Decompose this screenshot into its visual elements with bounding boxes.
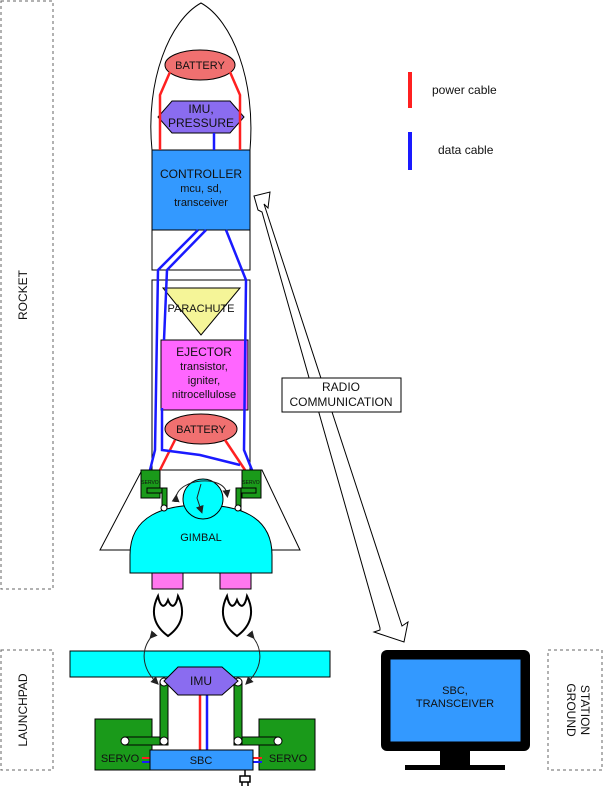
- nozzle-left: [151, 572, 184, 590]
- ejector-label-3: igniter,: [188, 375, 220, 387]
- launchpad-sbc-block: [149, 749, 254, 771]
- ejector-label-4: nitrocellulose: [172, 389, 236, 401]
- gimbal-pivot: [182, 478, 224, 520]
- ground-monitor-label-1: SBC,: [442, 685, 468, 697]
- launchpad-joint-mid-right: [233, 736, 243, 746]
- data-cable-controller-left-servo: [148, 229, 199, 471]
- ground-station-group-frame: [547, 649, 603, 771]
- battery-top-label: BATTERY: [175, 60, 225, 72]
- launchpad-arc-right: [245, 630, 261, 685]
- power-cable-bottom-left: [158, 439, 177, 471]
- rocket-servo-right-label: SERVO: [242, 480, 260, 486]
- data-cable-ejector-loop: [160, 408, 241, 467]
- nozzle-right: [219, 572, 252, 590]
- ground-station-label-line1: GROUND: [564, 683, 578, 737]
- launchpad-servo-right-label: SERVO: [269, 753, 308, 765]
- launchpad-group-frame: [0, 649, 54, 771]
- launchpad-link-left-vertical: [159, 681, 169, 746]
- imu-pressure-label-1: IMU,: [188, 102, 213, 116]
- battery-bottom: [164, 413, 238, 445]
- launchpad-imu-label: IMU: [190, 674, 212, 688]
- data-cable-controller-ejector: [162, 229, 207, 341]
- launchpad-joint-mid-left: [159, 736, 169, 746]
- battery-bottom-label: BATTERY: [176, 424, 226, 436]
- controller-label-3: transceiver: [174, 197, 228, 209]
- radio-label-2: COMMUNICATION: [289, 395, 392, 409]
- launchpad-joint-right: [273, 736, 283, 746]
- rocket-servo-left-label: SERVO: [141, 480, 159, 486]
- launchpad-arc-left: [143, 630, 159, 685]
- ground-station-label-line2: STATION: [578, 685, 592, 735]
- ejector-label-2: transistor,: [180, 361, 228, 373]
- power-cable-bottom-right: [223, 439, 247, 471]
- flame-right-icon: [221, 592, 253, 638]
- launchpad-link-right-vertical: [233, 681, 243, 746]
- radio-link-arrow: [253, 191, 409, 643]
- legend-power-label: power cable: [432, 83, 497, 97]
- parachute-triangle: [161, 287, 242, 336]
- legend-data-label: data cable: [438, 143, 494, 157]
- launchpad-sbc-label: SBC: [190, 755, 213, 767]
- ejector-block: [160, 339, 249, 411]
- launchpad-joint-left: [120, 736, 130, 746]
- battery-top: [164, 49, 236, 81]
- ejector-label-1: EJECTOR: [176, 345, 232, 359]
- gimbal-joint-right: [234, 504, 242, 512]
- gimbal-joint-left: [160, 504, 168, 512]
- imu-pressure-label-2: PRESSURE: [168, 116, 234, 130]
- power-plug-icon: [239, 770, 251, 786]
- ground-monitor-stand: [405, 765, 505, 770]
- gimbal-rotate-arrow: [171, 480, 231, 503]
- ground-monitor-screen: [389, 658, 522, 743]
- launchpad-group-label: LAUNCHPAD: [16, 673, 30, 746]
- radio-label-box: [281, 377, 402, 413]
- rocket-group-label: ROCKET: [16, 269, 30, 320]
- data-cable-controller-right-servo: [224, 229, 254, 471]
- controller-label-1: CONTROLLER: [160, 167, 242, 181]
- controller-label-2: mcu, sd,: [180, 183, 222, 195]
- ground-monitor-neck: [440, 751, 470, 766]
- gimbal-label: GIMBAL: [180, 532, 222, 544]
- controller-block: [151, 149, 251, 231]
- rocket-group-frame: [0, 0, 54, 590]
- launchpad-servo-left-label: SERVO: [101, 753, 140, 765]
- flame-left-icon: [152, 592, 184, 638]
- radio-label-1: RADIO: [322, 380, 360, 394]
- power-cable-top-right: [228, 71, 242, 150]
- launchpad-servo-right: [258, 718, 316, 771]
- ground-monitor-label-2: TRANSCEIVER: [416, 698, 494, 710]
- imu-pressure-block: [157, 100, 245, 134]
- power-cable-top: [158, 71, 172, 150]
- gimbal-tilt-arrow: [195, 483, 204, 514]
- launchpad-imu-block: [163, 666, 239, 696]
- parachute-label: PARACHUTE: [167, 303, 234, 315]
